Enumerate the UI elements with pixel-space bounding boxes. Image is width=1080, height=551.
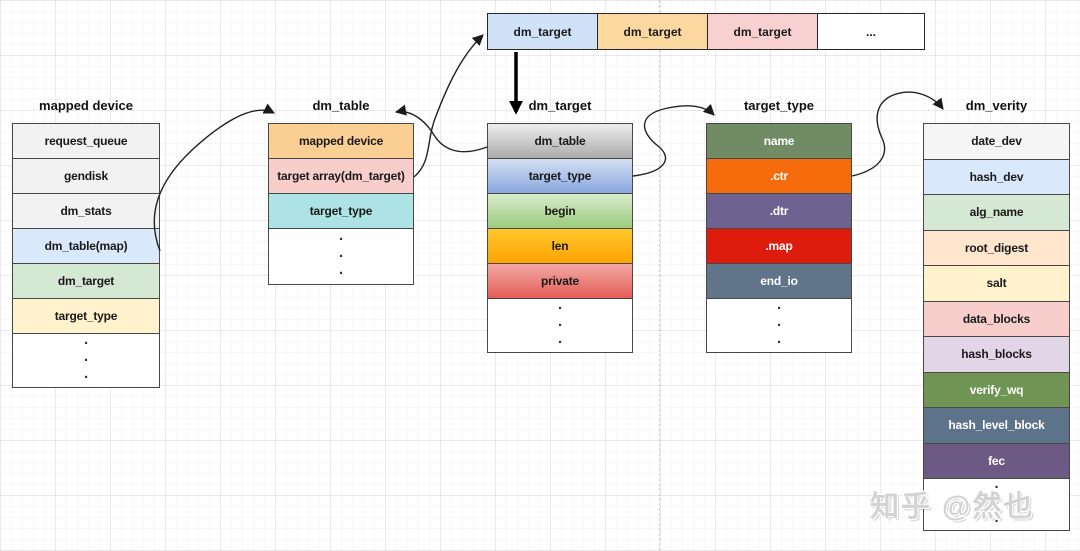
page-divider-line [659, 0, 660, 551]
arrow-targetarray-to-dmtarget-array [413, 34, 484, 178]
ellipsis-row: ... [268, 228, 414, 285]
struct-row: dm_target [12, 263, 160, 299]
struct-row: fec [923, 442, 1070, 479]
ellipsis-row: ... [706, 297, 852, 353]
struct-row: .ctr [706, 158, 852, 194]
struct-row: dm_table(map) [12, 228, 160, 264]
array-cell: dm_target [708, 14, 818, 49]
struct-row: hash_dev [923, 158, 1070, 195]
arrow-mappeddevice-to-dmtable [153, 103, 276, 252]
struct-row: hash_level_block [923, 407, 1070, 444]
struct-row: target_type [487, 158, 633, 194]
struct-row: salt [923, 265, 1070, 302]
struct-row: hash_blocks [923, 336, 1070, 373]
watermark: 知乎 @然也 [870, 491, 1035, 523]
ellipsis-row: ... [487, 297, 633, 353]
struct-row: date_dev [923, 123, 1070, 160]
struct-row: target_type [12, 298, 160, 334]
struct-row: len [487, 228, 633, 264]
struct-row: root_digest [923, 229, 1070, 266]
struct-row: alg_name [923, 194, 1070, 231]
struct-row: dm_table [487, 123, 633, 159]
array-cell: dm_target [598, 14, 708, 49]
struct-row: data_blocks [923, 300, 1070, 337]
struct-row: gendisk [12, 158, 160, 194]
struct-row: name [706, 123, 852, 159]
ellipsis-row: ... [12, 332, 160, 388]
struct-row: mapped device [268, 123, 414, 159]
struct-title-dm-table: dm_table [312, 98, 370, 113]
struct-row: verify_wq [923, 371, 1070, 408]
struct-row: end_io [706, 263, 852, 299]
struct-row: .dtr [706, 193, 852, 229]
struct-title-dm-target: dm_target [528, 98, 592, 113]
array-cell: dm_target [488, 14, 598, 49]
struct-row: target array(dm_target) [268, 158, 414, 194]
arrow-targettyperow-to-targettype-struct [632, 103, 715, 177]
struct-row: dm_stats [12, 193, 160, 229]
struct-row: begin [487, 193, 633, 229]
struct-row: .map [706, 228, 852, 264]
ellipsis-row: ... [923, 476, 1070, 531]
struct-row: request_queue [12, 123, 160, 159]
array-cell: ... [818, 14, 924, 49]
struct-row: target_type [268, 193, 414, 229]
struct-row: private [487, 263, 633, 299]
struct-title-mapped-device: mapped device [39, 98, 133, 113]
struct-title-dm-verity: dm_verity [965, 98, 1028, 113]
struct-title-target-type: target_type [743, 98, 815, 113]
